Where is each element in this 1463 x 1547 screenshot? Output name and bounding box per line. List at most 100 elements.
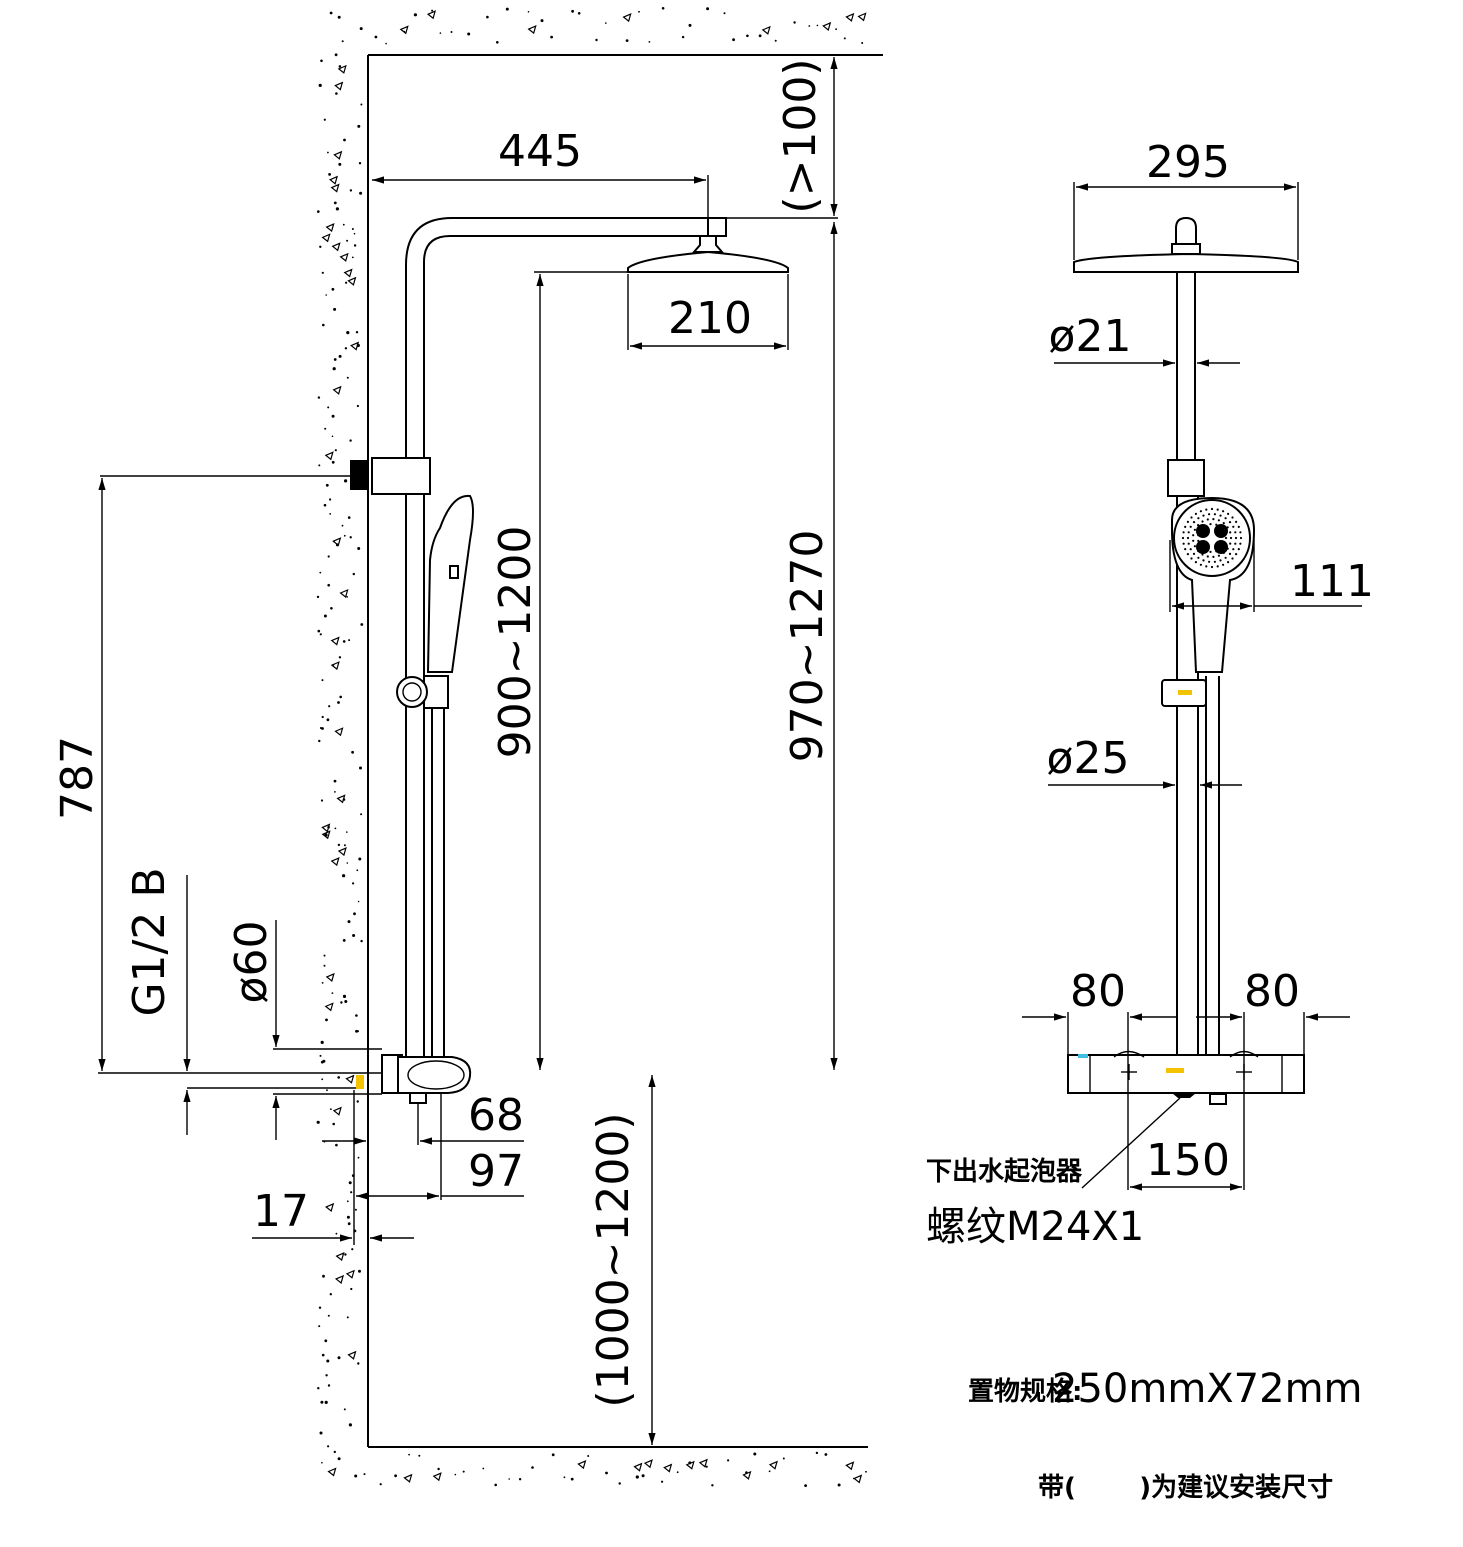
hatch-dot — [595, 38, 598, 42]
spray-nozzle — [1201, 520, 1204, 523]
hatch-dot — [327, 1384, 331, 1387]
hatch-dot — [711, 1484, 714, 1487]
hatch-dot — [342, 874, 346, 878]
hatch-dot — [705, 1465, 708, 1468]
hatch-dot — [346, 1316, 349, 1319]
hatch-dot — [318, 83, 322, 87]
hatch-dot — [323, 954, 326, 957]
hatch-triangle — [325, 223, 335, 233]
cold-marker — [1078, 1054, 1088, 1058]
bracket-note: 带( )为建议安装尺寸 — [1038, 1473, 1333, 1503]
hatch-dot — [317, 396, 321, 399]
hatch-dot — [323, 118, 326, 121]
spray-nozzle — [1206, 555, 1209, 558]
spray-nozzle — [1235, 553, 1238, 556]
hatch-triangle — [335, 1252, 345, 1262]
hatch-dot — [357, 1362, 360, 1365]
hatch-dot — [329, 498, 332, 501]
hatch-dot — [319, 571, 322, 574]
spray-nozzle — [1227, 512, 1230, 516]
spray-nozzle — [1202, 559, 1205, 562]
hatch-triangle — [698, 1458, 708, 1468]
hatch-dot — [349, 189, 353, 192]
hatch-dot — [353, 244, 357, 247]
dim-80-left: 80 — [1070, 966, 1126, 1017]
spray-nozzle — [1210, 565, 1214, 569]
hatch-dot — [326, 1089, 328, 1092]
hatch-dot — [360, 939, 363, 943]
slide-knob — [396, 676, 428, 708]
hatch-dot — [816, 24, 819, 27]
hatch-dot — [359, 766, 362, 770]
dim-60: ø60 — [226, 921, 277, 1004]
hatch-dot — [625, 39, 629, 42]
hatch-triangle — [822, 21, 832, 31]
spray-face — [1173, 499, 1251, 577]
spray-nozzle — [1231, 557, 1234, 560]
hatch-dot — [333, 779, 337, 783]
hatch-triangle — [845, 12, 855, 22]
hatch-dot — [331, 414, 335, 418]
hatch-dot — [325, 483, 329, 487]
hatch-triangle — [399, 25, 409, 35]
hatch-triangle — [336, 794, 346, 804]
spray-nozzle — [1222, 522, 1225, 525]
spray-nozzle — [1186, 536, 1190, 540]
hatch-dot — [323, 614, 327, 618]
hatch-triangle — [332, 537, 342, 547]
hatch-dot — [352, 934, 356, 937]
spray-nozzle — [1199, 510, 1202, 513]
spray-nozzle — [1194, 512, 1197, 516]
spray-nozzle — [1181, 536, 1185, 540]
hatch-dot — [317, 629, 321, 633]
hatch-triangle — [330, 636, 340, 646]
dim-210: 210 — [668, 293, 752, 344]
spray-nozzle — [1231, 516, 1234, 519]
hatch-dot — [454, 1473, 457, 1476]
hatch-dot — [605, 1471, 608, 1475]
dim-150: 150 — [1146, 1135, 1230, 1186]
hatch-dot — [327, 151, 329, 154]
hatch-dot — [563, 1476, 566, 1479]
hatch-dot — [319, 1431, 323, 1435]
spray-nozzle — [1237, 525, 1240, 529]
head-connector-front — [1175, 216, 1197, 247]
hatch-dot — [355, 1029, 358, 1033]
hatch-dot — [577, 12, 581, 15]
hatch-dot — [808, 25, 811, 27]
hatch-dot — [334, 791, 336, 793]
front-view-shower — [1067, 216, 1305, 1105]
hatch-dot — [357, 124, 361, 128]
hatch-dot — [355, 331, 359, 334]
hatch-triangle — [432, 1472, 442, 1482]
hatch-triangle — [347, 276, 357, 286]
dim-17: 17 — [253, 1186, 309, 1237]
hatch-triangle — [426, 10, 437, 20]
hatch-dot — [408, 1453, 410, 1456]
hatch-dot — [341, 524, 344, 527]
dim-100: (>100) — [775, 58, 826, 213]
hatch-triangle — [761, 25, 771, 35]
hatch-dot — [346, 376, 349, 379]
hatch-dot — [320, 799, 324, 802]
hatch-dot — [327, 406, 330, 409]
side-dimensions: 445 (>100) 210 900~1200 970~1270 787 G1/… — [52, 57, 838, 1445]
hatch-triangle — [324, 1002, 334, 1012]
hatch-dot — [330, 1108, 332, 1111]
hatch-triangle — [333, 150, 343, 160]
spray-nozzle — [1229, 542, 1232, 545]
hatch-triangle — [321, 823, 331, 833]
arm-end-cap — [707, 217, 727, 237]
spray-nozzle — [1199, 563, 1202, 566]
hatch-triangle — [321, 830, 331, 840]
hatch-dot — [329, 1293, 332, 1296]
hatch-dot — [351, 228, 354, 230]
hatch-dot — [333, 307, 337, 311]
hatch-triangle — [330, 857, 340, 867]
hatch-dot — [527, 11, 530, 13]
hatch-dot — [641, 1474, 645, 1478]
hatch-triangle — [633, 1462, 643, 1472]
hatch-dot — [351, 750, 354, 754]
hatch-triangle — [345, 1074, 355, 1084]
